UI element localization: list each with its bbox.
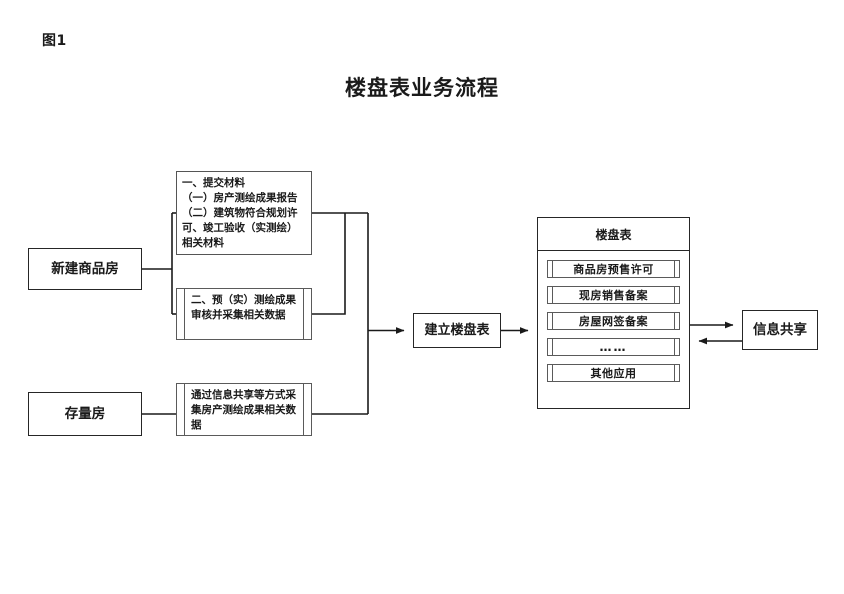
node-stock-house-label: 存量房	[64, 405, 106, 422]
app-item-label: 其他应用	[552, 365, 675, 381]
node-info-share[interactable]: 信息共享	[742, 310, 818, 350]
list-item[interactable]: 商品房预售许可	[547, 260, 680, 278]
node-new-commodity-house[interactable]: 新建商品房	[28, 248, 142, 290]
list-item[interactable]: 现房销售备案	[547, 286, 680, 304]
node-create-building-table-label: 建立楼盘表	[424, 322, 490, 338]
panel-building-table: 楼盘表 商品房预售许可 现房销售备案 房屋网签备案 …… 其他应用	[537, 217, 690, 409]
box-submit-materials[interactable]: 一、提交材料 （一）房产测绘成果报告 （二）建筑物符合规划许可、竣工验收（实测绘…	[176, 171, 312, 255]
box-stock-collect-text: 通过信息共享等方式采集房产测绘成果相关数据	[184, 384, 304, 435]
panel-building-table-list: 商品房预售许可 现房销售备案 房屋网签备案 …… 其他应用	[538, 251, 689, 388]
box-survey-review-text: 二、预（实）测绘成果审核并采集相关数据	[184, 289, 304, 339]
figure-label: 图1	[42, 33, 67, 49]
panel-building-table-title: 楼盘表	[538, 218, 689, 251]
node-info-share-label: 信息共享	[753, 321, 807, 338]
page-title: 楼盘表业务流程	[345, 76, 499, 100]
box-stock-collect[interactable]: 通过信息共享等方式采集房产测绘成果相关数据	[176, 383, 312, 436]
edge-survey-review-out	[312, 213, 346, 315]
list-item[interactable]: 房屋网签备案	[547, 312, 680, 330]
box-survey-review[interactable]: 二、预（实）测绘成果审核并采集相关数据	[176, 288, 312, 340]
list-item[interactable]: 其他应用	[547, 364, 680, 382]
app-item-label: 商品房预售许可	[552, 261, 675, 277]
node-new-commodity-house-label: 新建商品房	[51, 260, 119, 277]
node-create-building-table[interactable]: 建立楼盘表	[413, 313, 501, 348]
box-submit-materials-text: 一、提交材料 （一）房产测绘成果报告 （二）建筑物符合规划许可、竣工验收（实测绘…	[182, 177, 298, 249]
app-item-label: 现房销售备案	[552, 287, 675, 303]
app-item-label: 房屋网签备案	[552, 313, 675, 329]
list-item[interactable]: ……	[547, 338, 680, 356]
node-stock-house[interactable]: 存量房	[28, 392, 142, 436]
app-item-label: ……	[552, 339, 675, 355]
